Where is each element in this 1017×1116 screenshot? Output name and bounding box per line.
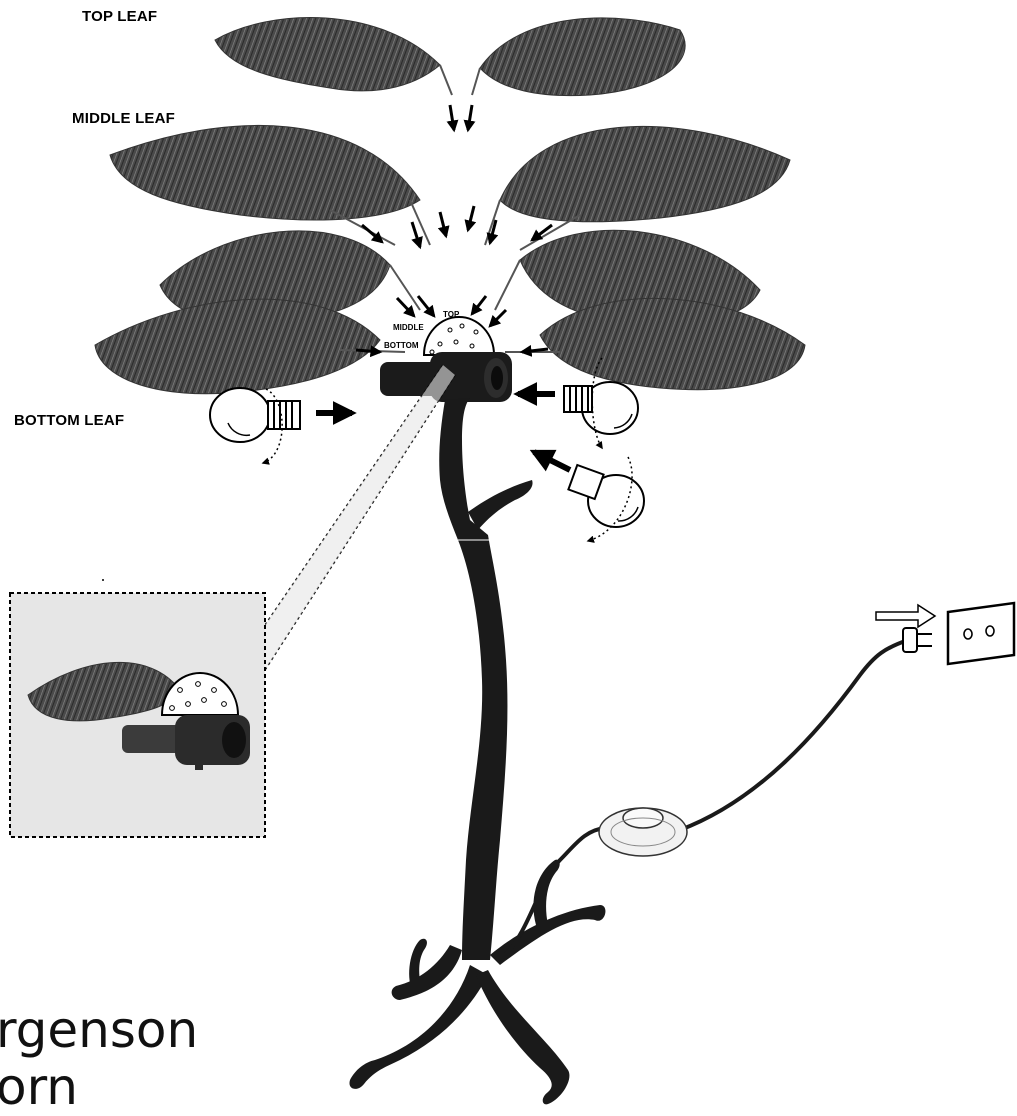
light-bulb-icon bbox=[210, 388, 300, 463]
socket-label-top: TOP bbox=[443, 310, 460, 319]
bottom-leaf-lower-right bbox=[505, 298, 805, 389]
arrows-top bbox=[450, 105, 472, 130]
power-cord bbox=[505, 640, 908, 955]
top-leaf-left bbox=[215, 17, 452, 95]
middle-leaf-label: MIDDLE LEAF bbox=[72, 110, 175, 127]
power-plug-icon bbox=[903, 628, 932, 652]
bottom-leaf-label: BOTTOM LEAF bbox=[14, 412, 124, 429]
arrow-icon bbox=[534, 452, 570, 470]
top-leaf-right bbox=[472, 18, 685, 96]
middle-leaf-left bbox=[110, 125, 430, 245]
brand-logo-line2: orn bbox=[0, 1062, 78, 1112]
brand-logo-line1: rgenson bbox=[0, 1005, 198, 1055]
foot-switch-icon bbox=[599, 808, 687, 856]
bottom-leaf-lower-left bbox=[95, 299, 405, 394]
lamp-trunk bbox=[439, 398, 532, 960]
wall-socket-icon bbox=[948, 603, 1014, 664]
stray-dot bbox=[102, 579, 104, 581]
socket-label-middle: MIDDLE bbox=[393, 323, 424, 332]
arrow-icon bbox=[876, 605, 935, 627]
leaf-socket-dome: TOP MIDDLE BOTTOM bbox=[384, 310, 494, 355]
top-leaf-label: TOP LEAF bbox=[82, 8, 157, 25]
light-bulb-icon bbox=[568, 457, 644, 541]
socket-label-bottom: BOTTOM bbox=[384, 341, 419, 350]
